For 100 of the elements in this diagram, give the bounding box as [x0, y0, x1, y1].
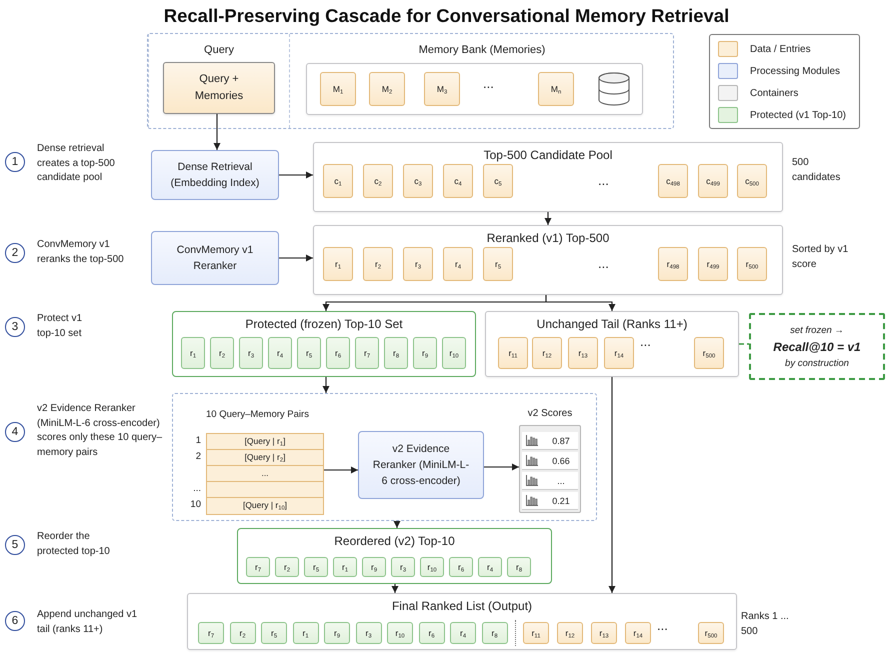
- entry-tile: c$_{499}$: [698, 164, 728, 198]
- step-description: Dense retrieval creates a top-500 candidate pool: [37, 142, 116, 185]
- score-value: 0.87: [551, 436, 571, 446]
- entry-tile: r$_{7}$: [198, 622, 224, 644]
- note-text: set frozen →: [790, 324, 844, 336]
- entry-tile: c$_{498}$: [658, 164, 688, 198]
- entry-tile: r$_{3}$: [356, 622, 382, 644]
- legend-text: Data / Entries: [750, 44, 811, 54]
- entry-tile: r$_{14}$: [604, 337, 634, 369]
- score-value: 0.21: [551, 496, 571, 506]
- entry-tile: M$_{2}$: [369, 72, 405, 106]
- entry-tile: r$_{1}$: [181, 337, 205, 369]
- step-description: Protect v1 top-10 set: [37, 312, 84, 340]
- panel-title: Top-500 Candidate Pool: [482, 148, 614, 162]
- entry-tile: r$_{2}$: [210, 337, 234, 369]
- entry-tile: r$_{8}$: [384, 337, 408, 369]
- row-number: 10: [189, 498, 201, 512]
- note-box: [749, 313, 885, 380]
- entry-tile: r$_{4}$: [268, 337, 292, 369]
- row-number: 2: [194, 450, 201, 464]
- entry-tile: r$_{1}$: [292, 622, 318, 644]
- panel-title: Memory Bank (Memories): [418, 44, 546, 56]
- entry-tile: r$_{10}$: [387, 622, 413, 644]
- container-panel: [313, 142, 783, 212]
- arrow: [484, 464, 519, 470]
- entry-tile: M$_{3}$: [424, 72, 460, 106]
- entry-tile: r$_{2}$: [275, 557, 299, 577]
- entry-tile: r$_{2}$: [230, 622, 256, 644]
- side-note: Ranks 1 ... 500: [741, 610, 789, 638]
- step-description: Append unchanged v1 tail (ranks 11+): [37, 608, 138, 636]
- entry-tile: r$_{8}$: [507, 557, 531, 577]
- step-circle: 5: [5, 535, 25, 555]
- entry-tile: r$_{3}$: [403, 247, 433, 281]
- arrow: [214, 114, 220, 150]
- process-box: v2 Evidence Reranker (MiniLM-L-6 cross-encoder): [358, 431, 484, 499]
- pair-row: ...: [207, 466, 323, 482]
- container-panel: [313, 225, 783, 295]
- data-box: Query + Memories: [163, 62, 275, 114]
- panel-title: Reranked (v1) Top-500: [486, 231, 610, 245]
- entry-tile: r$_{12}$: [557, 622, 583, 644]
- step-circle: 1: [5, 152, 25, 172]
- arrow: [322, 377, 330, 393]
- entry-tile: r$_{1}$: [323, 247, 353, 281]
- entry-tile: r$_{6}$: [449, 557, 473, 577]
- panel-title: Protected (frozen) Top-10 Set: [244, 317, 404, 331]
- score-value: 0.66: [551, 456, 571, 466]
- entry-tile: r$_{6}$: [418, 622, 444, 644]
- entry-tile: r$_{5}$: [297, 337, 321, 369]
- entry-tile: r$_{499}$: [698, 247, 728, 281]
- pair-row: [Query | r$_{10}$]: [207, 498, 323, 514]
- step-circle: 4: [5, 422, 25, 442]
- entry-tile: r$_{7}$: [246, 557, 270, 577]
- container-panel: [172, 311, 476, 377]
- entry-tile: r$_{3}$: [239, 337, 263, 369]
- pair-row: [Query | r$_{2}$]: [207, 450, 323, 466]
- legend-text: Processing Modules: [750, 66, 840, 76]
- arrow: [545, 295, 616, 311]
- arrow: [394, 521, 400, 528]
- entry-tile: r$_{13}$: [568, 337, 598, 369]
- arrow: [324, 466, 358, 474]
- row-number: ...: [192, 482, 201, 496]
- panel-title: Query: [203, 44, 235, 56]
- pair-row: [Query | r$_{1}$]: [207, 434, 323, 450]
- note-text: by construction: [785, 358, 849, 368]
- panel-title: Unchanged Tail (Ranks 11+): [536, 317, 688, 331]
- table-heading: 10 Query–Memory Pairs: [206, 409, 310, 420]
- container-panel: [237, 528, 552, 584]
- ellipsis: ...: [483, 76, 494, 91]
- step-description: Reorder the protected top-10: [37, 530, 111, 558]
- entry-tile: r$_{9}$: [324, 622, 350, 644]
- dashed-frame: [172, 393, 597, 521]
- entry-tile: r$_{13}$: [591, 622, 617, 644]
- entry-tile: r$_{6}$: [326, 337, 350, 369]
- entry-tile: r$_{2}$: [363, 247, 393, 281]
- entry-tile: r$_{11}$: [523, 622, 549, 644]
- arrow: [279, 172, 313, 178]
- side-note: Sorted by v1 score: [792, 243, 850, 272]
- entry-tile: r$_{12}$: [532, 337, 562, 369]
- entry-tile: r$_{4}$: [443, 247, 473, 281]
- step-description: ConvMemory v1 reranks the top-500: [37, 238, 125, 266]
- entry-tile: r$_{5}$: [261, 622, 287, 644]
- container-panel: [485, 311, 739, 377]
- container-panel: [306, 63, 643, 115]
- arrow: [392, 584, 398, 593]
- entry-tile: r$_{9}$: [413, 337, 437, 369]
- ellipsis: ...: [598, 256, 609, 271]
- arrow: [608, 377, 616, 593]
- entry-tile: r$_{14}$: [625, 622, 651, 644]
- entry-tile: c$_{3}$: [403, 164, 433, 198]
- entry-tile: r$_{4}$: [450, 622, 476, 644]
- dashed-frame: [147, 33, 674, 129]
- entry-tile: r$_{500}$: [737, 247, 767, 281]
- legend-text: Containers: [750, 88, 798, 98]
- entry-tile: c$_{5}$: [483, 164, 513, 198]
- entry-tile: M$_{1}$: [320, 72, 356, 106]
- panel-title: v2 Scores: [526, 408, 574, 419]
- entry-tile: r$_{500}$: [698, 622, 724, 644]
- entry-tile: r$_{1}$: [333, 557, 357, 577]
- container-panel: [187, 593, 737, 650]
- entry-tile: r$_{10}$: [442, 337, 466, 369]
